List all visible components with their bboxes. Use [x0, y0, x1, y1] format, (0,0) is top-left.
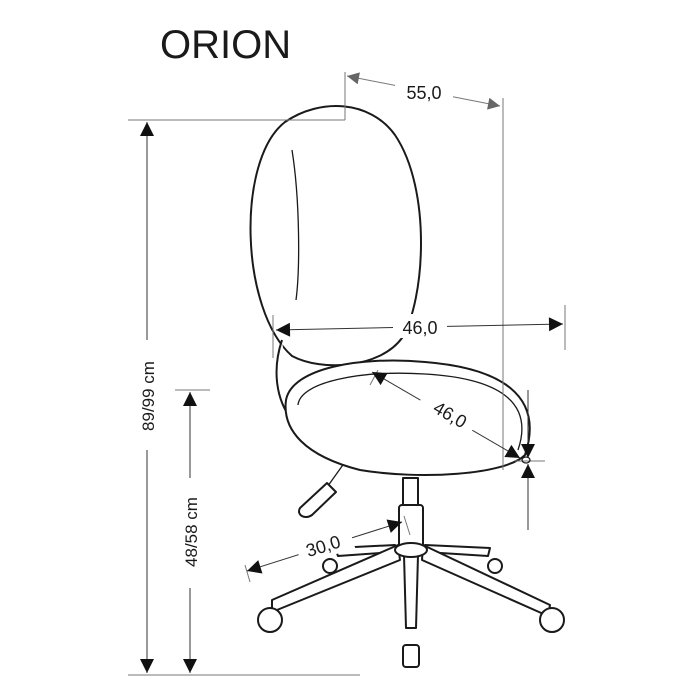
seat-thickness-dimension: [515, 390, 545, 530]
caster: [487, 558, 503, 574]
gas-lift: [398, 477, 424, 551]
total-height-dimension: 89/99 cm: [128, 119, 360, 676]
seat-height-dimension: 48/58 cm: [175, 389, 210, 673]
total-height-label: 89/99 cm: [139, 361, 158, 431]
caster: [322, 558, 338, 574]
chair-seat: [284, 359, 531, 476]
caster: [539, 607, 565, 633]
caster: [257, 607, 283, 633]
gas-lever: [298, 461, 346, 518]
seat-width-label: 46,0: [402, 318, 437, 338]
product-title: ORION: [160, 23, 291, 67]
caster: [402, 644, 420, 668]
depth-label: 55,0: [406, 83, 441, 103]
seat-height-label: 48/58 cm: [182, 497, 201, 567]
seat-width-dimension: 46,0: [272, 305, 566, 358]
